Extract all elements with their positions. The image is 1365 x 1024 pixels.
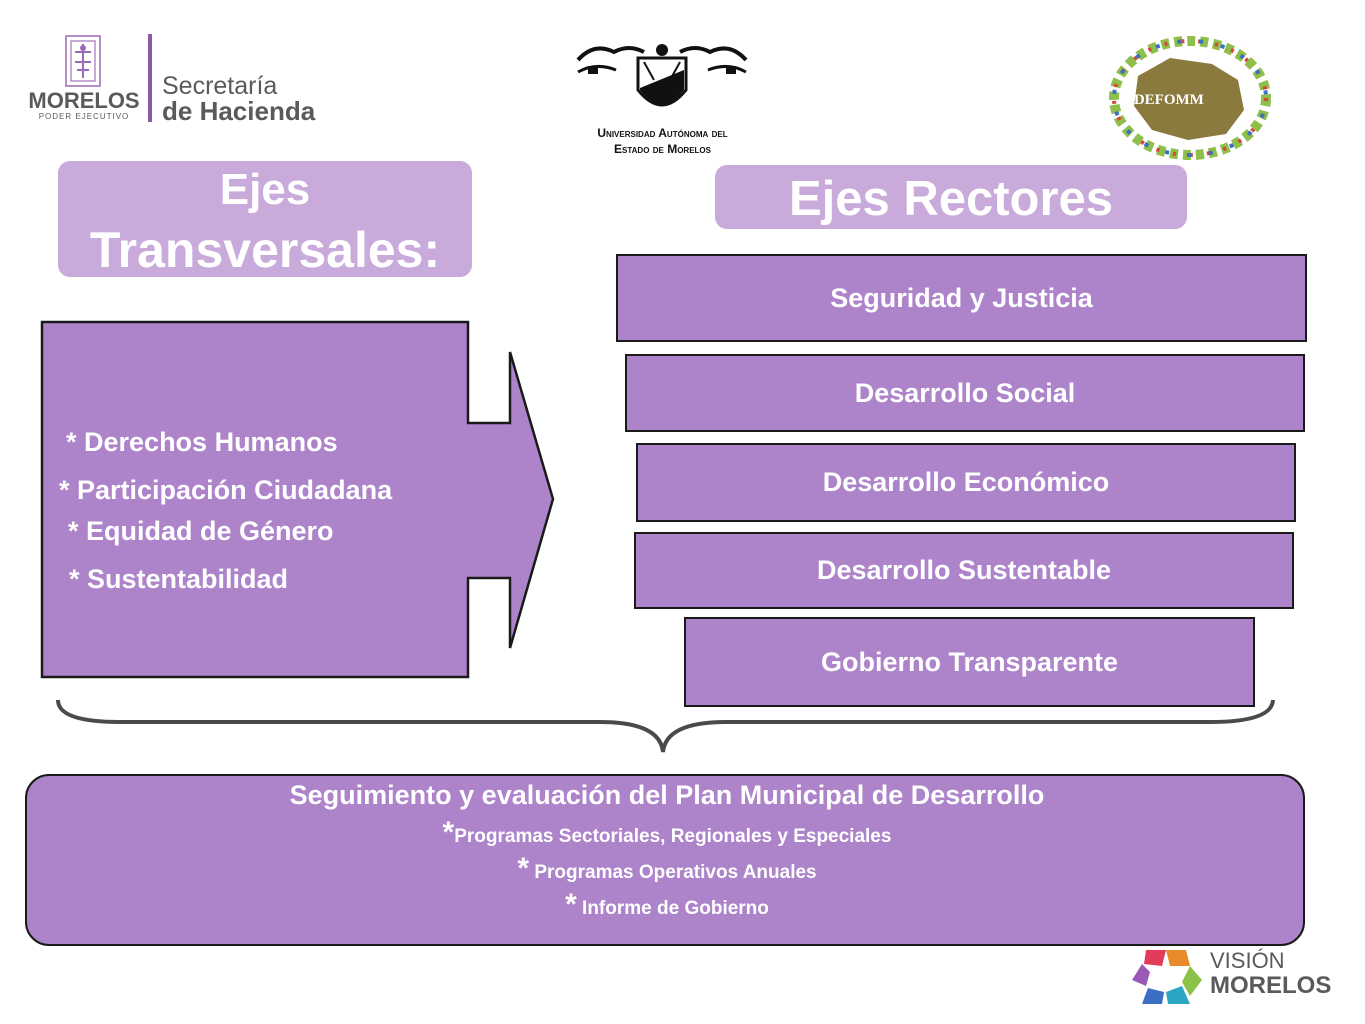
- transversal-item: * Derechos Humanos: [66, 427, 338, 457]
- poder-ejecutivo-text: PODER EJECUTIVO: [38, 112, 130, 121]
- transversal-item: * Participación Ciudadana: [59, 475, 393, 505]
- hacienda-text: de Hacienda: [162, 96, 316, 126]
- ejes-rectores-header: Ejes Rectores: [715, 165, 1187, 229]
- seguimiento-item-text: Programas Sectoriales, Regionales y Espe…: [454, 826, 892, 847]
- ejes-transversales-header: Ejes Transversales:: [58, 161, 472, 278]
- morelos-emblem-icon: [65, 35, 101, 87]
- vision-hexagon-icon: [1132, 950, 1202, 1004]
- bullet-star: *: [517, 852, 530, 885]
- seguimiento-item: * Programas Operativos Anuales: [27, 852, 1307, 886]
- idefomm-logo: IDEFOMM: [1108, 36, 1272, 160]
- bullet-star: *: [442, 816, 455, 849]
- seguimiento-item-text: Informe de Gobierno: [582, 898, 769, 919]
- uaem-crest-icon: [576, 44, 748, 107]
- morelos-text: MORELOS: [28, 88, 140, 113]
- hacienda-logo: MORELOS PODER EJECUTIVO Secretaría de Ha…: [28, 32, 328, 127]
- seguimiento-item: * Informe de Gobierno: [27, 888, 1307, 922]
- secretaria-text: Secretaría: [162, 72, 278, 100]
- idefomm-text: IDEFOMM: [1128, 92, 1204, 108]
- uaem-line2: Estado de Morelos: [614, 142, 711, 156]
- uaem-line1: Universidad Autónoma del: [597, 126, 728, 140]
- eje-rector-label: Seguridad y Justicia: [830, 282, 1093, 313]
- logo-divider: [148, 34, 152, 122]
- eje-rector-box: Gobierno Transparente: [684, 617, 1255, 707]
- idefomm-ring-icon: [1109, 36, 1271, 160]
- transversal-item: * Equidad de Género: [68, 516, 334, 546]
- transversales-title-line1: Ejes: [219, 165, 311, 214]
- vision-morelos-logo: VISIÓN MORELOS: [1126, 946, 1336, 1008]
- eje-rector-label: Gobierno Transparente: [820, 646, 1119, 677]
- eje-rector-box: Desarrollo Económico: [636, 443, 1296, 522]
- eje-rector-box: Desarrollo Social: [625, 354, 1305, 432]
- eje-rector-label: Desarrollo Económico: [822, 467, 1110, 497]
- bullet-star: *: [565, 888, 577, 921]
- eje-rector-box: Desarrollo Sustentable: [634, 532, 1294, 609]
- seguimiento-box: Seguimiento y evaluación del Plan Munici…: [25, 774, 1305, 946]
- transversal-item: * Sustentabilidad: [69, 564, 289, 594]
- rectores-title: Ejes Rectores: [788, 172, 1114, 226]
- transversales-title-line2: Transversales:: [89, 222, 441, 278]
- uaem-logo: Universidad Autónoma del Estado de Morel…: [570, 40, 755, 160]
- eje-rector-label: Desarrollo Social: [854, 377, 1076, 408]
- eje-rector-label: Desarrollo Sustentable: [816, 555, 1112, 585]
- eje-rector-box: Seguridad y Justicia: [616, 254, 1307, 342]
- seguimiento-title: Seguimiento y evaluación del Plan Munici…: [289, 780, 1045, 810]
- morelos-brand-text: MORELOS: [1210, 972, 1332, 999]
- seguimiento-item: *Programas Sectoriales, Regionales y Esp…: [27, 816, 1307, 850]
- vision-text: VISIÓN: [1210, 948, 1285, 973]
- seguimiento-item-text: Programas Operativos Anuales: [534, 862, 817, 883]
